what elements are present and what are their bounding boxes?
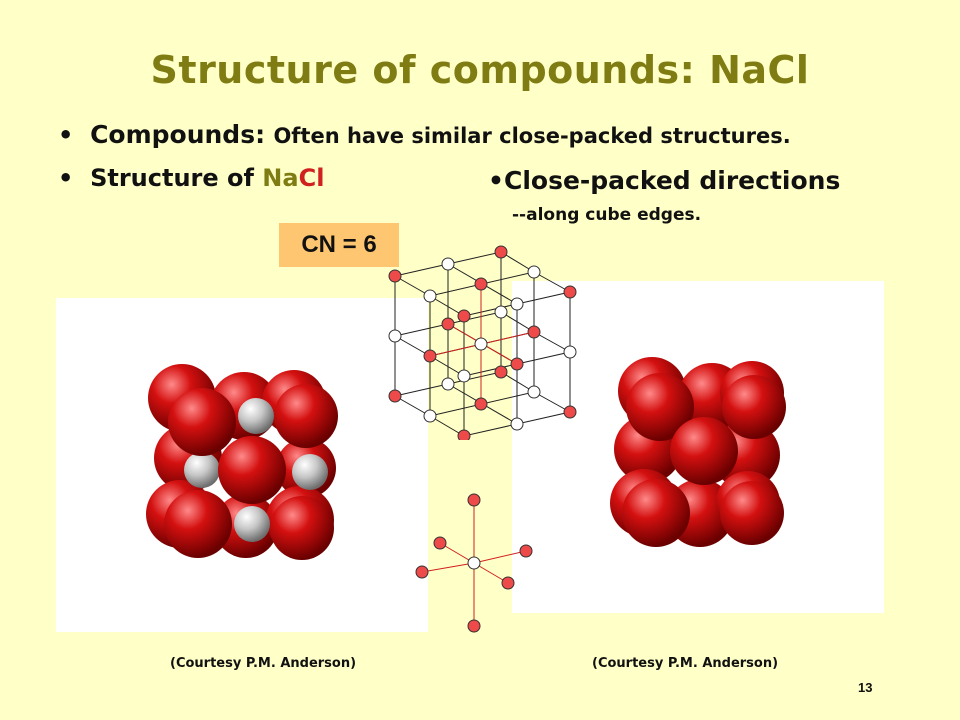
- nacl-sphere-panel: [56, 298, 428, 632]
- bullet-lead: Close-packed directions: [503, 166, 841, 195]
- cn-badge: CN = 6: [279, 223, 399, 267]
- bullet-subtext: --along cube edges.: [512, 205, 702, 225]
- bullet-symbol: •: [58, 121, 74, 149]
- cl-sphere-panel: [512, 281, 884, 613]
- formula-cl: Cl: [298, 164, 325, 192]
- ball-stick-lattice-icon: [370, 240, 590, 443]
- page-number: 13: [858, 680, 873, 695]
- formula-na: Na: [262, 164, 299, 192]
- bullet-structure: • Structure of NaCl: [58, 164, 324, 192]
- bullet-lead: Compounds:: [90, 120, 266, 149]
- bullet-text: Often have similar close-packed structur…: [273, 124, 791, 148]
- bullet-symbol: •: [58, 164, 74, 192]
- bullet-compounds: • Compounds: Often have similar close-pa…: [58, 120, 791, 149]
- bullet-close-packed: •Close-packed directions: [488, 166, 840, 195]
- coordination-star-icon: [400, 490, 550, 640]
- credit-right: (Courtesy P.M. Anderson): [592, 656, 779, 671]
- sphere-model-nacl-icon: [146, 364, 338, 560]
- bullet-symbol: •: [488, 166, 504, 195]
- bullet-lead: Structure of: [90, 164, 254, 192]
- sphere-model-cl-icon: [610, 357, 786, 547]
- credit-left: (Courtesy P.M. Anderson): [170, 656, 357, 671]
- slide-title: Structure of compounds: NaCl: [150, 48, 810, 92]
